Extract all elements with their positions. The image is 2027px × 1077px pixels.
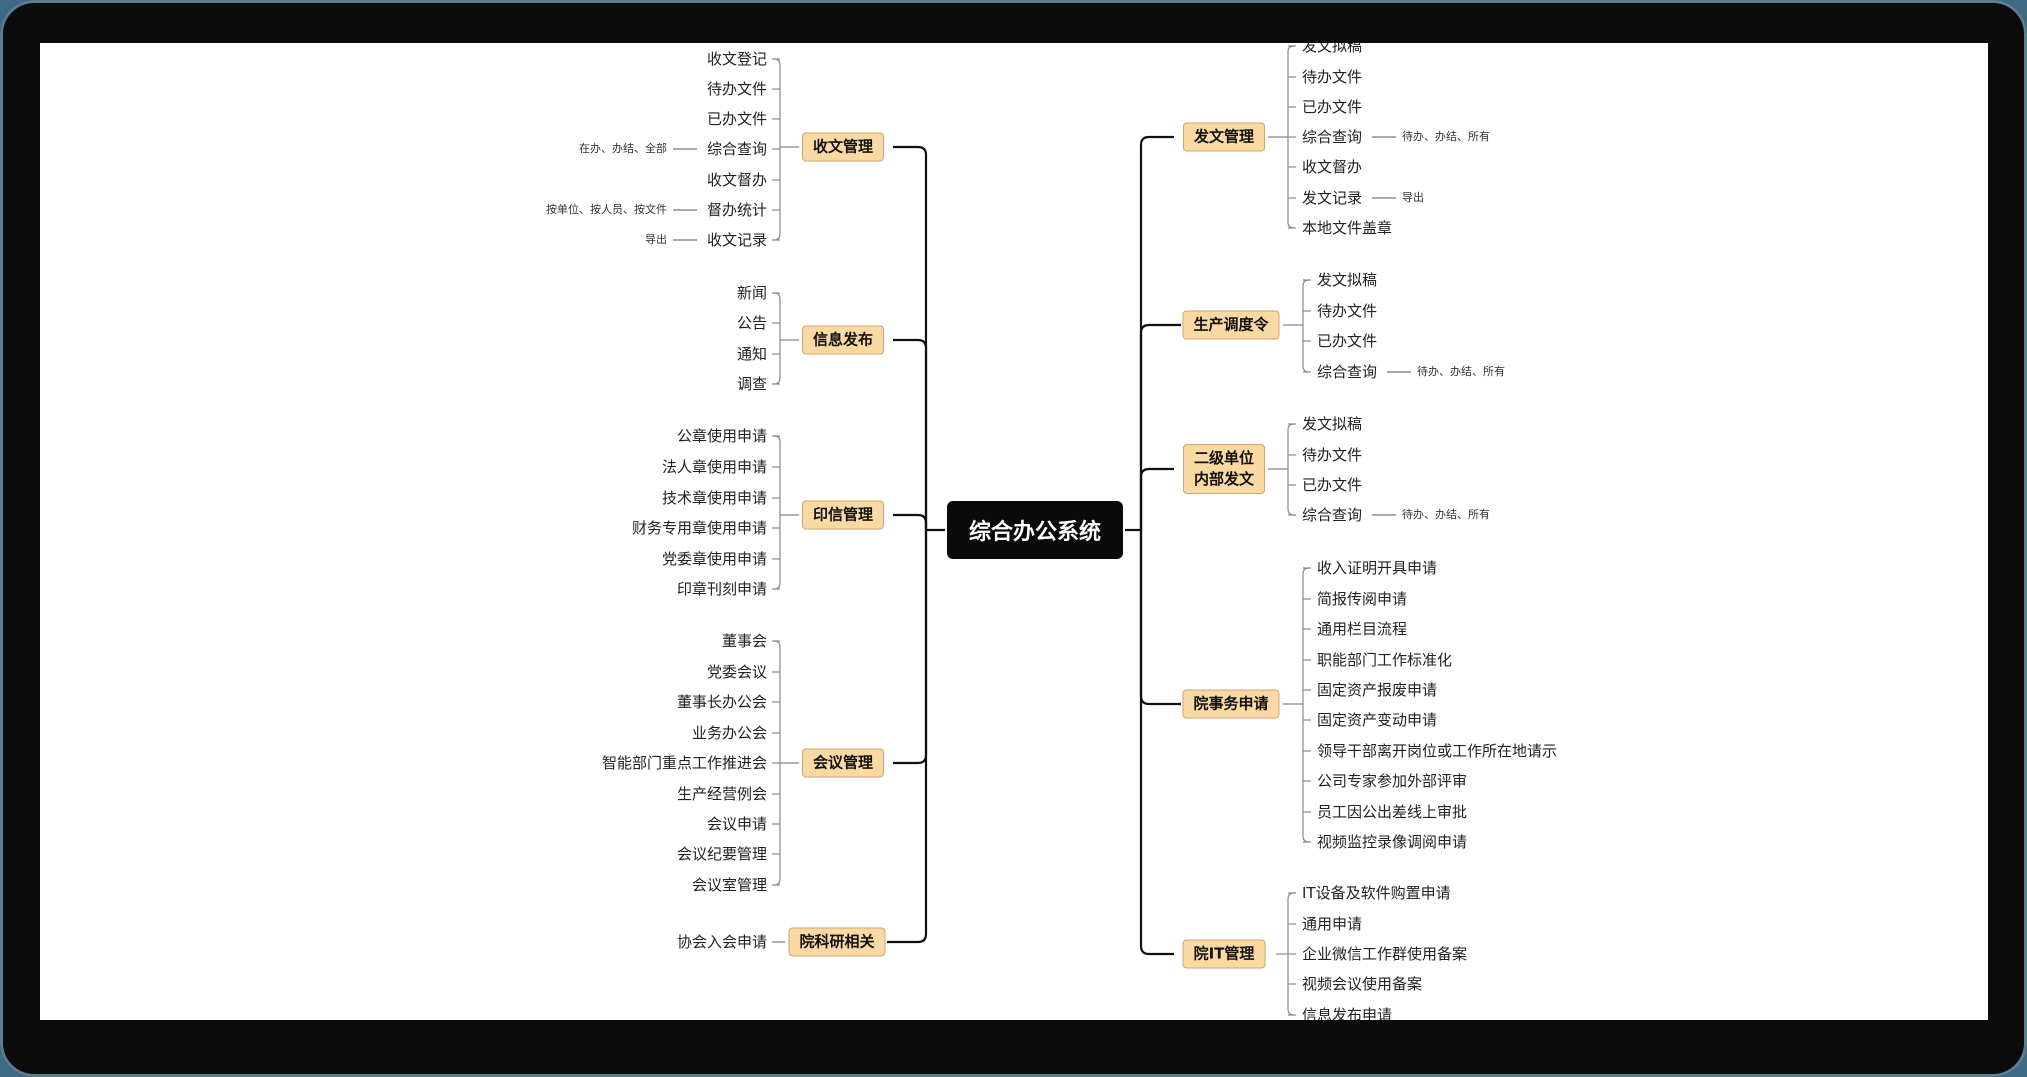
leaf-item[interactable]: 协会入会申请	[676, 933, 767, 951]
left-trunk-link	[887, 530, 928, 944]
leaf-item[interactable]: 法人章使用申请	[661, 458, 767, 476]
leaf-note: 待办、办结、所有	[1402, 130, 1490, 143]
leaf-item[interactable]: 职能部门工作标准化	[1317, 651, 1453, 669]
leaf-item[interactable]: 待办文件	[706, 80, 767, 98]
leaf-item[interactable]: 已办文件	[1302, 98, 1363, 116]
branch-node[interactable]: 院科研相关	[788, 927, 886, 957]
leaf-item[interactable]: 信息发布申请	[1302, 1006, 1393, 1020]
leaf-item[interactable]: 企业微信工作群使用备案	[1302, 945, 1468, 963]
leaf-item[interactable]: 通用栏目流程	[1317, 620, 1408, 638]
leaf-note: 待办、办结、所有	[1417, 365, 1505, 378]
leaf-item[interactable]: 公司专家参加外部评审	[1317, 772, 1468, 790]
leaf-item[interactable]: 公章使用申请	[676, 427, 767, 445]
leaf-item[interactable]: 已办文件	[1317, 332, 1378, 350]
leaf-item[interactable]: 董事会	[721, 632, 767, 650]
leaf-item[interactable]: 发文拟稿	[1317, 271, 1378, 289]
right-branch-bracket	[1302, 567, 1310, 843]
left-trunk-link	[893, 530, 928, 765]
leaf-item[interactable]: 新闻	[736, 284, 767, 302]
branch-node[interactable]: 院IT管理	[1182, 939, 1266, 969]
leaf-item[interactable]: 会议室管理	[691, 876, 767, 894]
left-trunk-link	[893, 145, 928, 530]
left-trunk-link	[893, 513, 928, 530]
branch-node[interactable]: 会议管理	[801, 748, 885, 778]
leaf-item[interactable]: 业务办公会	[691, 724, 767, 742]
leaf-item[interactable]: IT设备及软件购置申请	[1302, 884, 1451, 902]
leaf-item[interactable]: 本地文件盖章	[1302, 219, 1393, 237]
leaf-note: 在办、办结、全部	[579, 142, 667, 155]
leaf-item[interactable]: 智能部门重点工作推进会	[601, 754, 767, 772]
right-trunk-link	[1139, 323, 1181, 530]
leaf-item[interactable]: 发文拟稿	[1302, 415, 1363, 433]
leaf-item[interactable]: 印章刊刻申请	[676, 580, 767, 598]
leaf-item[interactable]: 综合查询	[1302, 128, 1363, 146]
right-branch-bracket	[1302, 279, 1310, 373]
branch-node[interactable]: 收文管理	[801, 132, 885, 162]
leaf-note: 按单位、按人员、按文件	[546, 203, 667, 216]
leaf-item[interactable]: 综合查询	[706, 140, 767, 158]
branch-node[interactable]: 二级单位 内部发文	[1182, 444, 1266, 494]
leaf-item[interactable]: 收文登记	[706, 50, 767, 68]
mindmap-canvas: 综合办公系统 收文管理收文登记待办文件已办文件综合查询在办、办结、全部收文督办督…	[40, 43, 1988, 1020]
leaf-item[interactable]: 视频监控录像调阅申请	[1317, 833, 1468, 851]
right-trunk-link	[1139, 530, 1181, 706]
branch-node[interactable]: 院事务申请	[1182, 689, 1280, 719]
leaf-note: 导出	[1402, 191, 1424, 204]
branch-node[interactable]: 印信管理	[801, 500, 885, 530]
leaf-item[interactable]: 督办统计	[706, 201, 767, 219]
leaf-item[interactable]: 待办文件	[1302, 68, 1363, 86]
leaf-note: 待办、办结、所有	[1402, 508, 1490, 521]
leaf-item[interactable]: 简报传阅申请	[1317, 590, 1408, 608]
leaf-item[interactable]: 公告	[736, 314, 767, 332]
leaf-item[interactable]: 收入证明开具申请	[1317, 559, 1438, 577]
left-trunk-link	[893, 338, 928, 530]
leaf-item[interactable]: 综合查询	[1317, 363, 1378, 381]
leaf-item[interactable]: 综合查询	[1302, 506, 1363, 524]
leaf-item[interactable]: 调查	[736, 375, 767, 393]
branch-node[interactable]: 信息发布	[801, 325, 885, 355]
mindmap-connectors	[673, 45, 1411, 1016]
leaf-item[interactable]: 财务专用章使用申请	[631, 519, 767, 537]
leaf-item[interactable]: 会议纪要管理	[676, 845, 767, 863]
left-branch-bracket	[773, 435, 781, 590]
left-branch-bracket	[773, 292, 781, 385]
leaf-item[interactable]: 视频会议使用备案	[1302, 975, 1423, 993]
leaf-item[interactable]: 收文督办	[1302, 158, 1363, 176]
right-trunk-link	[1139, 530, 1174, 956]
leaf-item[interactable]: 收文记录	[706, 231, 767, 249]
leaf-item[interactable]: 生产经营例会	[676, 785, 767, 803]
leaf-item[interactable]: 已办文件	[1302, 476, 1363, 494]
leaf-item[interactable]: 发文记录	[1302, 189, 1363, 207]
right-trunk-link	[1139, 467, 1174, 530]
leaf-item[interactable]: 固定资产变动申请	[1317, 711, 1438, 729]
leaf-item[interactable]: 党委会议	[706, 663, 767, 681]
leaf-item[interactable]: 员工因公出差线上审批	[1317, 803, 1468, 821]
right-trunk-link	[1139, 135, 1174, 530]
leaf-item[interactable]: 通用申请	[1302, 915, 1363, 933]
leaf-item[interactable]: 固定资产报废申请	[1317, 681, 1438, 699]
branch-node[interactable]: 生产调度令	[1182, 310, 1280, 340]
leaf-item[interactable]: 发文拟稿	[1302, 43, 1363, 55]
root-node-title[interactable]: 综合办公系统	[946, 501, 1124, 559]
leaf-item[interactable]: 已办文件	[706, 110, 767, 128]
leaf-item[interactable]: 领导干部离开岗位或工作所在地请示	[1317, 742, 1558, 760]
leaf-item[interactable]: 会议申请	[706, 815, 767, 833]
leaf-item[interactable]: 技术章使用申请	[661, 489, 767, 507]
leaf-item[interactable]: 通知	[736, 345, 767, 363]
right-branch-bracket	[1287, 423, 1295, 516]
leaf-item[interactable]: 党委章使用申请	[661, 550, 767, 568]
leaf-item[interactable]: 收文督办	[706, 171, 767, 189]
branch-node[interactable]: 发文管理	[1182, 122, 1266, 152]
leaf-note: 导出	[645, 233, 667, 246]
leaf-item[interactable]: 董事长办公会	[676, 693, 767, 711]
leaf-item[interactable]: 待办文件	[1302, 446, 1363, 464]
leaf-item[interactable]: 待办文件	[1317, 302, 1378, 320]
